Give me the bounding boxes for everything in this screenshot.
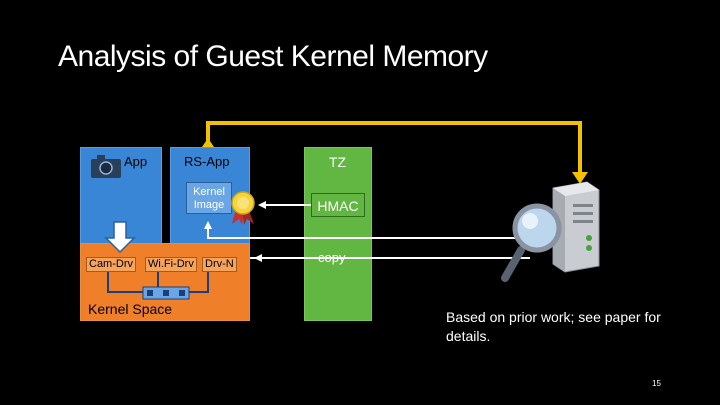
page-number: 15 — [652, 379, 661, 388]
kernel-image-box: Kernel Image — [186, 182, 232, 214]
server-magnifier-icon — [501, 181, 600, 282]
rs-app-label: RS-App — [184, 154, 230, 169]
tz-box: TZ — [304, 147, 372, 321]
app-label: App — [124, 154, 148, 169]
driver-cam: Cam-Drv — [86, 257, 136, 272]
camera-icon — [91, 155, 121, 178]
tz-label: TZ — [329, 154, 347, 170]
server-arrowhead — [572, 172, 588, 184]
driver-wifi: Wi.Fi-Drv — [145, 257, 197, 272]
slide-title: Analysis of Guest Kernel Memory — [58, 40, 488, 73]
certificate-seal-icon — [231, 191, 255, 225]
prior-work-note: Based on prior work; see paper for detai… — [446, 309, 661, 344]
kernel-image-label-line1: Kernel — [193, 186, 225, 198]
kernel-space-label: Kernel Space — [88, 301, 173, 317]
rs-app-to-server-connector — [206, 121, 582, 175]
hmac-box: HMAC — [311, 193, 365, 217]
kernel-image-label-line2: Image — [193, 199, 225, 211]
driver-n: Drv-N — [202, 257, 237, 272]
